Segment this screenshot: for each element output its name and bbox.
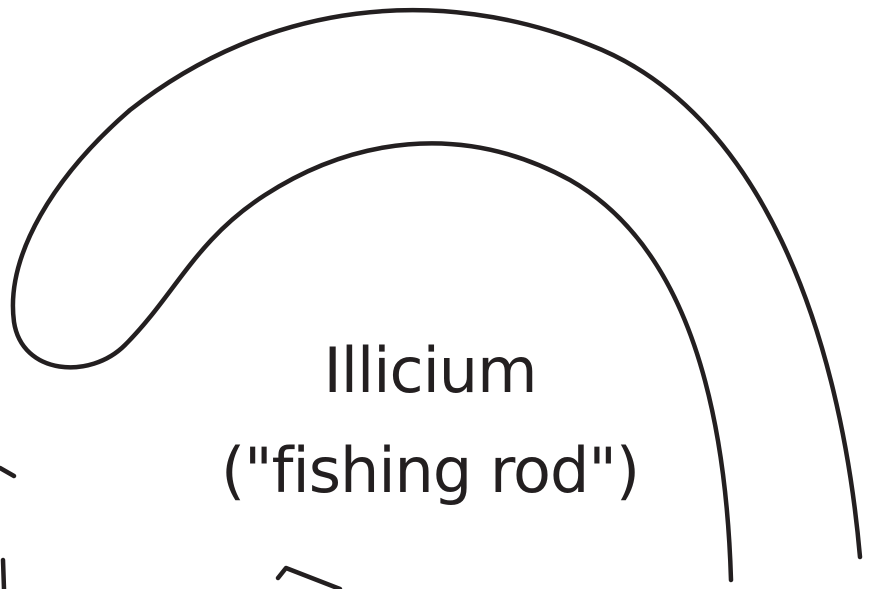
structure-gloss-label: ("fishing rod") <box>0 440 860 502</box>
left-edge-fragment <box>3 560 4 589</box>
bottom-arrow-fragment <box>278 568 340 589</box>
structure-name-label: Illicium <box>0 340 860 402</box>
